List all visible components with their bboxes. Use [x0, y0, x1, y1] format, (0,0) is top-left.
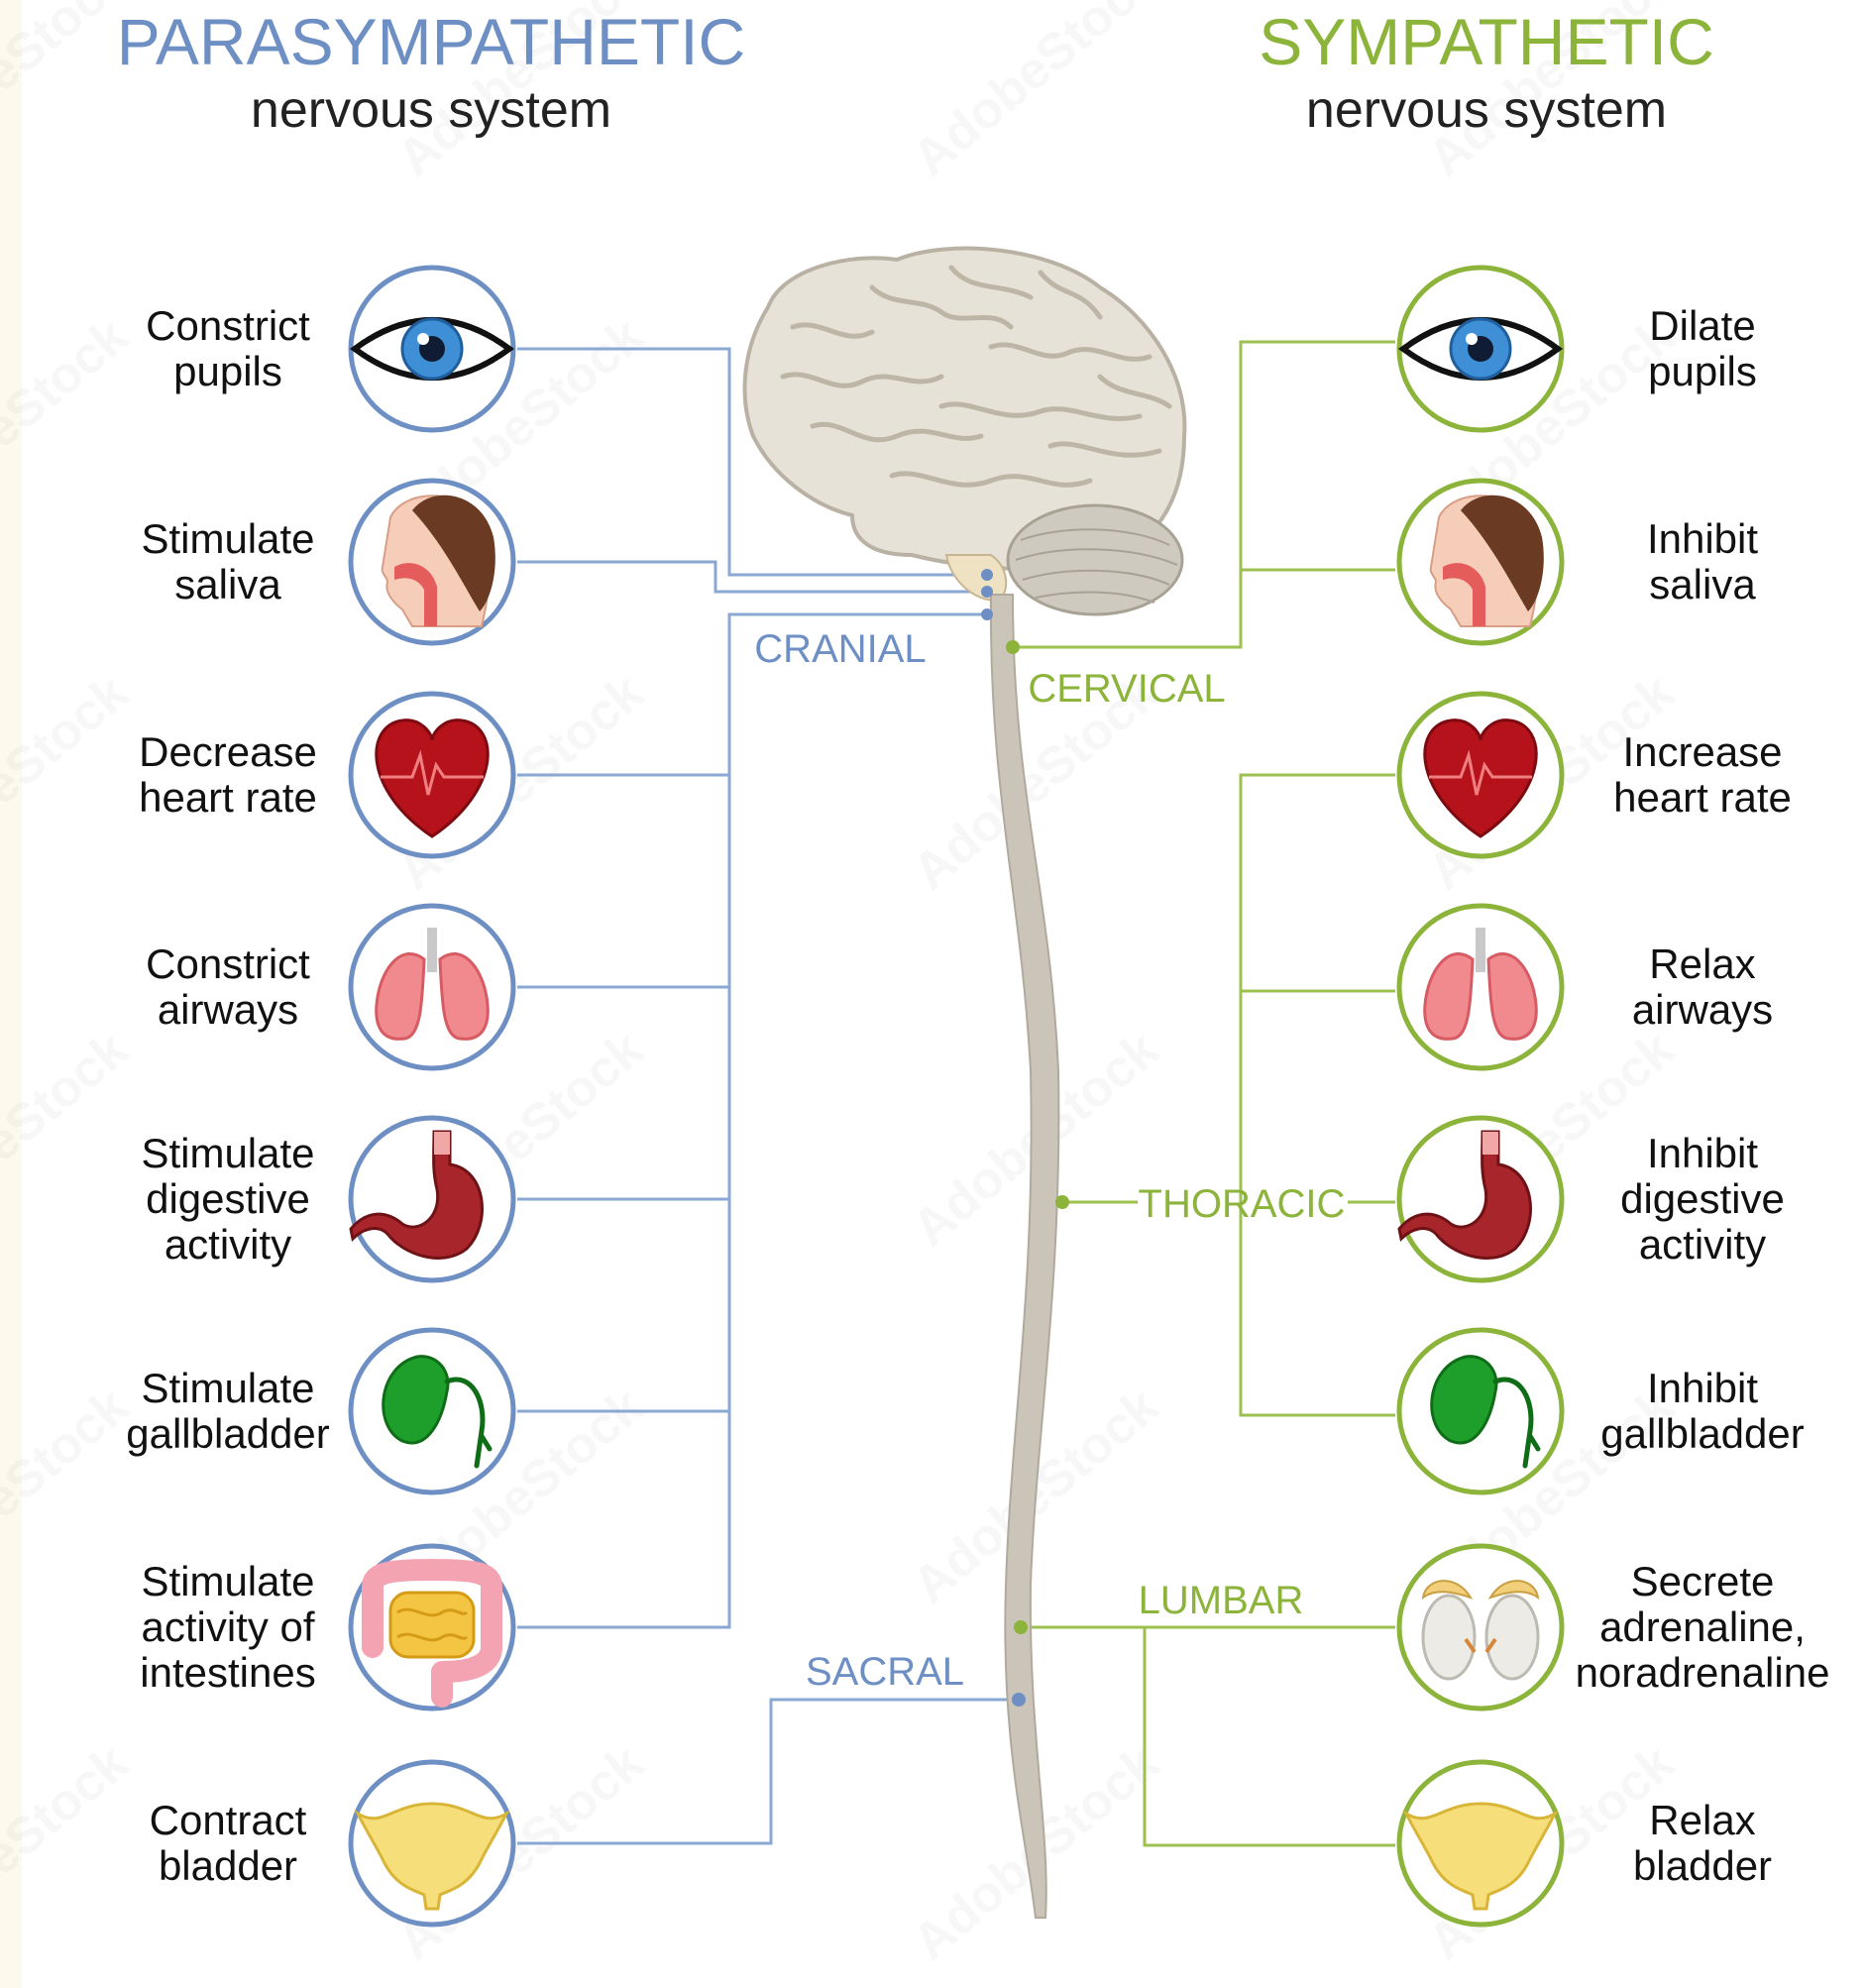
effect-label-line: digestive — [1620, 1175, 1785, 1222]
effect-label-line: Inhibit — [1647, 515, 1758, 562]
effect-label-line: pupils — [173, 348, 282, 394]
effect-label-line: bladder — [1633, 1842, 1772, 1889]
lumbar-label: LUMBAR — [1139, 1579, 1304, 1622]
effect-label-line: Decrease — [139, 728, 317, 775]
effect-label-line: Stimulate — [141, 1365, 314, 1411]
effect-label-line: Stimulate — [141, 1558, 314, 1604]
effect-label-line: activity — [165, 1221, 291, 1268]
effect-label-line: adrenaline, — [1599, 1603, 1806, 1650]
effect-label-line: digestive — [146, 1175, 310, 1222]
head-icon — [383, 496, 495, 626]
effect-label-line: heart rate — [1613, 774, 1792, 821]
effect-label-line: gallbladder — [1600, 1410, 1805, 1457]
effect-label-line: Secrete — [1631, 1558, 1775, 1604]
effect-label-line: activity of — [141, 1603, 314, 1650]
effect-label-line: Inhibit — [1647, 1130, 1758, 1176]
effect-label-line: airways — [1632, 986, 1773, 1033]
effect-label-line: heart rate — [139, 774, 317, 821]
cervical-label: CERVICAL — [1028, 667, 1225, 711]
effect-label-line: Constrict — [146, 302, 310, 349]
effect-label-line: bladder — [159, 1842, 297, 1889]
effect-label-line: activity — [1639, 1221, 1766, 1268]
effect-label-line: Relax — [1649, 1797, 1755, 1843]
effect-label-line: airways — [158, 986, 298, 1033]
parasympathetic-title: PARASYMPATHETIC — [117, 5, 745, 78]
cranial-label: CRANIAL — [754, 627, 926, 671]
parasympathetic-subtitle: nervous system — [251, 81, 611, 139]
sacral-label: SACRAL — [806, 1650, 964, 1694]
thoracic-label: THORACIC — [1139, 1182, 1346, 1226]
effect-label-line: Constrict — [146, 940, 310, 987]
effect-label-line: gallbladder — [126, 1410, 330, 1457]
effect-label-line: Relax — [1649, 940, 1755, 987]
effect-label-line: intestines — [140, 1649, 315, 1696]
effect-label-line: noradrenaline — [1576, 1649, 1830, 1696]
effect-label-line: pupils — [1648, 348, 1757, 394]
effect-label-line: Stimulate — [141, 1130, 314, 1176]
effect-label-line: Dilate — [1649, 302, 1755, 349]
effect-label-line: Stimulate — [141, 515, 314, 562]
effect-label-line: Increase — [1622, 728, 1782, 775]
effect-label-line: saliva — [1649, 561, 1756, 607]
sympathetic-title: SYMPATHETIC — [1259, 5, 1714, 78]
head-icon — [1431, 496, 1544, 626]
sympathetic-subtitle: nervous system — [1306, 81, 1667, 139]
effect-label-line: Inhibit — [1647, 1365, 1758, 1411]
effect-label-line: Contract — [150, 1797, 307, 1843]
effect-label-line: saliva — [174, 561, 281, 607]
